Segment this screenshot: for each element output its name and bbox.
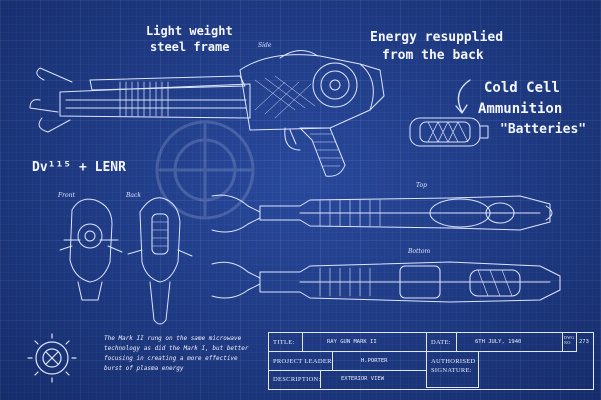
watermark-emblem (155, 120, 255, 220)
top-view-label: Top (416, 182, 427, 189)
cold-cell-annotation-line1: Cold Cell (484, 80, 560, 96)
energy-annotation-line1: Energy resupplied (370, 30, 504, 45)
annotation-arrow (457, 79, 471, 113)
description-value: EXTERIOR VIEW (341, 376, 385, 382)
side-view-drawing (29, 50, 385, 177)
frame-annotation-line2: steel frame (150, 40, 230, 54)
dwg-label: DWG NO: (564, 335, 575, 345)
frame-annotation-line1: Light weight (146, 24, 233, 38)
title-block: TITLE: RAY GUN MARK II DATE: 6TH JULY, 1… (268, 332, 594, 390)
front-view-label: Front (58, 192, 75, 199)
bottom-view-drawing (211, 261, 561, 303)
battery-drawing (409, 117, 489, 147)
energy-annotation-line2: from the back (382, 48, 484, 63)
front-view-drawing (59, 198, 123, 301)
seal-emblem (27, 333, 77, 383)
top-view-drawing (211, 194, 553, 233)
title-label: TITLE: (273, 339, 295, 346)
side-view-label: Side (258, 42, 272, 49)
date-label: DATE: (431, 339, 451, 346)
title-value: RAY GUN MARK II (327, 339, 377, 345)
authorised-signature-label: AUTHORISED SIGNATURE: (431, 358, 476, 374)
date-value: 6TH JULY, 1940 (475, 339, 522, 345)
bottom-view-label: Bottom (408, 248, 431, 255)
description-label: DESCRIPTION: (273, 376, 321, 383)
dwg-value: 273 (579, 339, 589, 345)
formula-annotation: Dv¹¹⁵ + LENR (32, 160, 126, 175)
project-leader-value: H.PORTER (361, 358, 388, 364)
cold-cell-annotation-line2: Ammunition (478, 101, 563, 117)
back-view-drawing (127, 197, 193, 325)
project-leader-label: PROJECT LEADER: (273, 358, 334, 365)
cold-cell-annotation-line3: "Batteries" (500, 122, 587, 137)
back-view-label: Back (126, 192, 141, 199)
design-note: The Mark II rung on the same microwave t… (104, 335, 249, 372)
